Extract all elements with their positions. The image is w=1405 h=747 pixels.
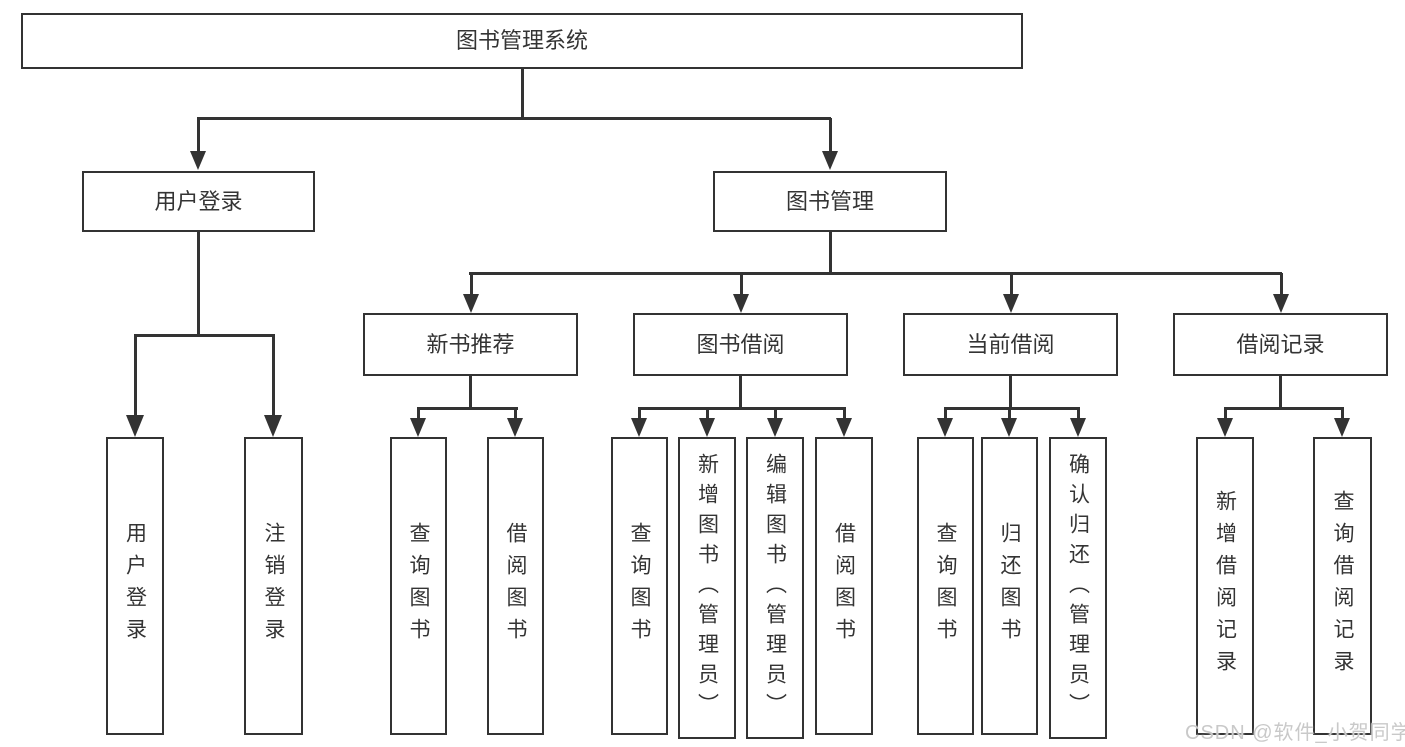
connector-drop	[944, 408, 947, 420]
arrow-down-icon	[1001, 418, 1017, 437]
connector-drop	[1224, 408, 1227, 420]
connector-root-rail	[197, 117, 831, 120]
node-borrowing-records: 借阅记录	[1173, 313, 1388, 376]
connector-book-mgmt-rail	[469, 272, 1282, 275]
connector-root-stem	[521, 69, 524, 118]
leaf-query-books-recommend: 查询图书	[390, 437, 447, 735]
connector-user-login-rail	[134, 334, 275, 337]
connector-drop	[774, 408, 777, 420]
node-book-borrowing-label: 图书借阅	[696, 331, 785, 357]
arrow-down-icon	[822, 151, 838, 170]
connector-user-login-stem	[197, 232, 200, 335]
leaf-edit-books-admin-label: 编辑图书（管理员）	[763, 453, 787, 723]
node-current-borrowing: 当前借阅	[903, 313, 1118, 376]
connector-drop-current-borrow	[1010, 273, 1013, 296]
watermark: CSDN @软件_小贺同学	[1185, 722, 1405, 744]
connector-current-borrow-rail	[944, 407, 1080, 410]
leaf-query-borrow-record-label: 查询借阅记录	[1331, 490, 1354, 682]
leaf-return-books: 归还图书	[981, 437, 1038, 735]
connector-drop-login	[134, 335, 137, 416]
leaf-user-login: 用户登录	[106, 437, 164, 735]
connector-borrow-records-stem	[1279, 376, 1282, 408]
leaf-return-books-label: 归还图书	[998, 522, 1021, 650]
arrow-down-icon	[1003, 294, 1019, 313]
node-library-system-label: 图书管理系统	[455, 28, 588, 53]
connector-drop-user-login	[197, 118, 200, 152]
connector-drop	[1008, 408, 1011, 420]
leaf-add-books-admin: 新增图书（管理员）	[678, 437, 736, 739]
connector-borrow-records-rail	[1224, 407, 1344, 410]
node-book-management: 图书管理	[713, 171, 947, 232]
arrow-down-icon	[836, 418, 852, 437]
leaf-borrow-books: 借阅图书	[815, 437, 873, 735]
node-book-borrowing: 图书借阅	[633, 313, 848, 376]
node-user-login-label: 用户登录	[154, 188, 243, 214]
arrow-down-icon	[937, 418, 953, 437]
arrow-down-icon	[463, 294, 479, 313]
connector-drop	[1341, 408, 1344, 420]
connector-book-borrow-rail	[638, 407, 846, 410]
arrow-down-icon	[190, 151, 206, 170]
leaf-edit-books-admin: 编辑图书（管理员）	[746, 437, 804, 739]
arrow-down-icon	[507, 418, 523, 437]
connector-drop	[843, 408, 846, 420]
arrow-down-icon	[699, 418, 715, 437]
node-book-management-label: 图书管理	[785, 188, 874, 214]
connector-drop-logout	[272, 335, 275, 416]
node-borrowing-records-label: 借阅记录	[1236, 331, 1325, 357]
arrow-down-icon	[1334, 418, 1350, 437]
leaf-user-login-label: 用户登录	[123, 522, 147, 650]
leaf-query-books-borrowing: 查询图书	[611, 437, 668, 735]
leaf-logout-label: 注销登录	[262, 522, 285, 650]
connector-book-borrow-stem	[739, 376, 742, 408]
connector-drop	[417, 408, 420, 420]
leaf-query-borrow-record: 查询借阅记录	[1313, 437, 1372, 735]
arrow-down-icon	[733, 294, 749, 313]
connector-drop	[514, 408, 517, 420]
connector-book-mgmt-stem	[829, 232, 832, 273]
connector-new-books-stem	[469, 376, 472, 408]
leaf-borrow-books-label: 借阅图书	[832, 522, 856, 650]
leaf-query-books-current-label: 查询图书	[934, 522, 957, 650]
node-user-login: 用户登录	[82, 171, 315, 232]
arrow-down-icon	[767, 418, 783, 437]
leaf-confirm-return-admin-label: 确认归还（管理员）	[1066, 453, 1090, 723]
leaf-query-books-borrowing-label: 查询图书	[628, 522, 651, 650]
connector-drop	[638, 408, 641, 420]
leaf-add-borrow-record: 新增借阅记录	[1196, 437, 1254, 735]
arrow-down-icon	[1273, 294, 1289, 313]
arrow-down-icon	[264, 415, 282, 437]
leaf-query-books-current: 查询图书	[917, 437, 974, 735]
leaf-borrow-books-recommend-label: 借阅图书	[504, 522, 527, 650]
arrow-down-icon	[410, 418, 426, 437]
leaf-add-books-admin-label: 新增图书（管理员）	[695, 453, 719, 723]
node-library-system: 图书管理系统	[21, 13, 1023, 69]
connector-drop-new-books	[470, 273, 473, 296]
arrow-down-icon	[631, 418, 647, 437]
leaf-logout: 注销登录	[244, 437, 303, 735]
connector-current-borrow-stem	[1009, 376, 1012, 408]
node-new-book-recommend-label: 新书推荐	[426, 331, 515, 357]
connector-drop	[1077, 408, 1080, 420]
connector-drop-book-mgmt	[829, 118, 832, 152]
connector-drop-borrow-records	[1280, 273, 1283, 296]
connector-drop-book-borrow	[740, 273, 743, 296]
leaf-add-borrow-record-label: 新增借阅记录	[1213, 490, 1237, 682]
node-current-borrowing-label: 当前借阅	[966, 331, 1055, 357]
leaf-borrow-books-recommend: 借阅图书	[487, 437, 544, 735]
leaf-query-books-recommend-label: 查询图书	[407, 522, 430, 650]
connector-drop	[706, 408, 709, 420]
connector-new-books-rail	[417, 407, 518, 410]
arrow-down-icon	[126, 415, 144, 437]
leaf-confirm-return-admin: 确认归还（管理员）	[1049, 437, 1107, 739]
arrow-down-icon	[1217, 418, 1233, 437]
node-new-book-recommend: 新书推荐	[363, 313, 578, 376]
arrow-down-icon	[1070, 418, 1086, 437]
